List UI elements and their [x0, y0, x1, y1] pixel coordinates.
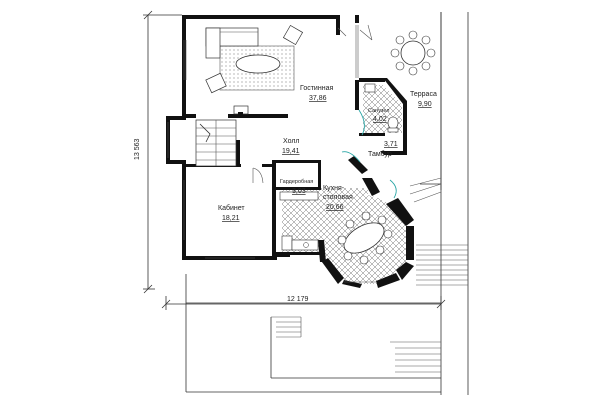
hall-staircase: [195, 119, 237, 167]
room-area-kabinet: 18,21: [222, 215, 240, 222]
dimension-vertical-label: 13 563: [134, 138, 141, 160]
room-label-kuhnya-line2: столовая: [323, 194, 353, 201]
room-label-kabinet: Кабинет: [218, 204, 245, 212]
room-area-gostinaya: 37,86: [309, 95, 327, 102]
doors: [252, 24, 397, 199]
dining-table: [337, 211, 393, 265]
entry-stairs-left: [271, 316, 302, 338]
room-area-holl: 19,41: [282, 148, 300, 155]
kitchen-tile-floor: [282, 188, 412, 284]
room-area-terrasa: 9,90: [418, 101, 432, 108]
room-label-terrasa: Терраса: [410, 91, 437, 98]
kitchen-fixtures: [279, 191, 319, 251]
dimension-horizontal: [161, 296, 446, 310]
living-furniture: [205, 24, 304, 116]
dimension-vertical: [143, 10, 182, 294]
windows: [167, 25, 376, 283]
room-area-tambur: 3,71: [384, 141, 398, 148]
room-area-garderob: 3,03: [292, 188, 306, 195]
entry-stairs-right: [390, 177, 468, 373]
site-lines: [185, 12, 469, 395]
terrace-table: [390, 30, 436, 76]
room-label-gostinaya: Гостинная: [300, 85, 333, 92]
room-label-garderob: Гардеробная: [280, 179, 313, 185]
room-area-kuhnya: 20,66: [326, 204, 344, 211]
bathroom-fixtures: [364, 83, 399, 133]
room-label-holl: Холл: [283, 138, 300, 145]
room-label-sanuzel: Санузел: [368, 108, 389, 114]
room-label-tambur: Тамбур: [368, 150, 392, 158]
room-label-kuhnya-line1: Кухня-: [323, 185, 345, 192]
room-area-sanuzel: 4,02: [373, 116, 387, 123]
dimension-horizontal-label: 12 179: [287, 296, 309, 303]
